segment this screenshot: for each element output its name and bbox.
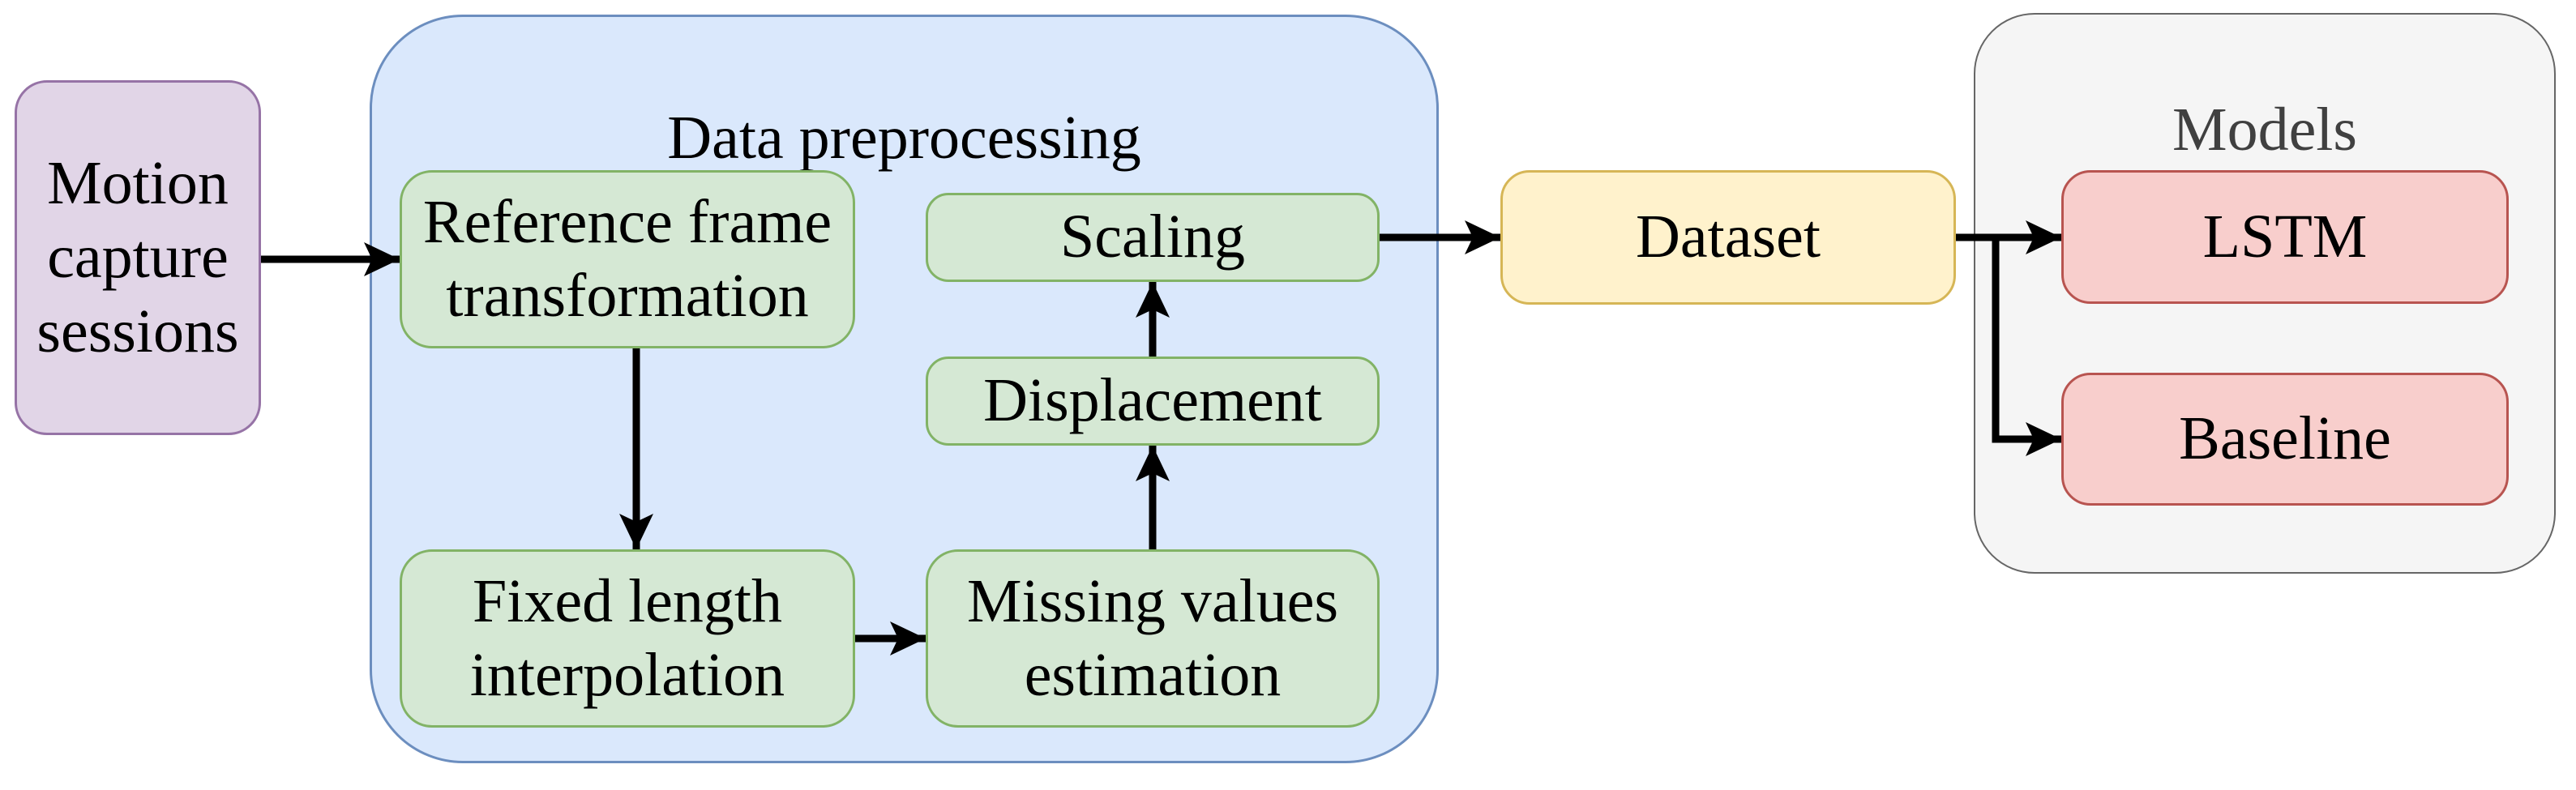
node-label-line: capture xyxy=(47,223,229,292)
node-label-line: Motion xyxy=(47,149,229,218)
node-label-line: Missing values xyxy=(966,566,1339,635)
node-label-line: Scaling xyxy=(1060,203,1245,271)
node-motion-capture-sessions: Motion capture sessions xyxy=(15,80,261,435)
node-displacement: Displacement xyxy=(926,357,1380,446)
node-label-line: transformation xyxy=(446,262,809,330)
node-label-line: Reference frame xyxy=(422,187,832,256)
node-reference-frame-transformation: Reference frame transformation xyxy=(400,170,855,348)
node-dataset: Dataset xyxy=(1500,170,1956,305)
node-label-line: interpolation xyxy=(469,641,785,709)
node-label-line: Dataset xyxy=(1636,203,1821,271)
node-label-line: Displacement xyxy=(983,366,1322,435)
container-title-data-preprocessing: Data preprocessing xyxy=(667,104,1141,172)
node-baseline: Baseline xyxy=(2061,373,2509,506)
container-title-models: Models xyxy=(2172,96,2357,164)
node-label-line: Fixed length xyxy=(472,566,783,635)
node-label-line: Baseline xyxy=(2179,404,2391,473)
node-label-line: LSTM xyxy=(2202,202,2368,271)
node-missing-values-estimation: Missing values estimation xyxy=(926,549,1380,728)
node-fixed-length-interpolation: Fixed length interpolation xyxy=(400,549,855,728)
node-label-line: estimation xyxy=(1024,641,1282,709)
node-label-line: sessions xyxy=(36,297,239,365)
node-lstm: LSTM xyxy=(2061,170,2509,304)
node-scaling: Scaling xyxy=(926,193,1380,282)
